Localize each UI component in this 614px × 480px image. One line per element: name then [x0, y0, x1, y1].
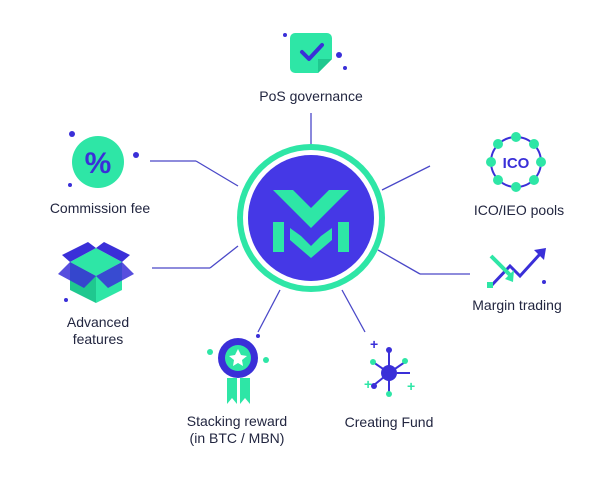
- connectors: [150, 113, 470, 333]
- label-advanced-features-line-1: Advanced: [66, 314, 130, 330]
- connector-advanced: [209, 245, 239, 269]
- label-stacking-reward-line-1: Stacking reward: [186, 413, 288, 429]
- connector-stacking: [257, 289, 281, 333]
- award-medal-icon: [207, 334, 269, 404]
- trend-arrows-icon: [487, 248, 546, 288]
- label-stacking-reward: Stacking reward (in BTC / MBN): [167, 413, 307, 447]
- connector-margin-diag: [377, 249, 421, 275]
- connector-ico: [381, 165, 431, 191]
- open-box-icon: [58, 242, 134, 303]
- svg-text:%: %: [85, 147, 112, 180]
- label-pos-governance: PoS governance: [259, 88, 363, 104]
- label-creating-fund: Creating Fund: [344, 414, 434, 430]
- checkmark-note-icon: [283, 33, 347, 73]
- connector-fund: [341, 289, 366, 333]
- label-stacking-reward-line-2: (in BTC / MBN): [189, 430, 285, 446]
- label-advanced-features: Advanced features: [28, 314, 168, 348]
- label-margin-trading: Margin trading: [472, 297, 562, 313]
- svg-text:ICO: ICO: [503, 155, 530, 172]
- network-hub-icon: + + +: [364, 336, 415, 397]
- ico-ring-icon: ICO: [486, 132, 546, 192]
- svg-text:+: +: [370, 336, 378, 352]
- label-advanced-features-line-2: features: [72, 331, 124, 347]
- connector-commission-diag: [195, 160, 239, 187]
- mbn-logo-icon: [237, 144, 385, 292]
- svg-text:+: +: [407, 378, 415, 394]
- svg-text:+: +: [364, 376, 372, 392]
- percent-badge-icon: %: [68, 131, 139, 188]
- label-commission-fee: Commission fee: [49, 200, 151, 216]
- label-ico-ieo-pools: ICO/IEO pools: [473, 202, 565, 218]
